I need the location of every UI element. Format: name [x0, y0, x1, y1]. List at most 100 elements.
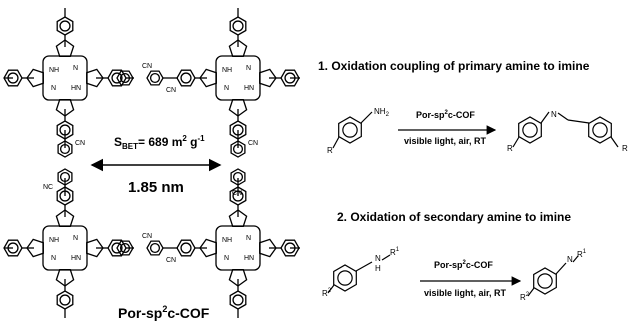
aromatic-circle — [59, 171, 71, 183]
pyrrole-ring — [199, 238, 217, 258]
aromatic-circle — [59, 20, 71, 32]
cn-label: CN — [142, 63, 152, 70]
cn-label: CN — [75, 140, 85, 147]
bond — [327, 284, 335, 294]
pyrrole-ring — [199, 68, 217, 88]
n-label: N — [246, 235, 251, 242]
porphyrin-macrocycle — [215, 225, 261, 271]
aromatic-circle — [149, 72, 161, 84]
pyrrole-ring — [228, 39, 248, 57]
benzene-ring — [230, 168, 246, 186]
reaction2-conditions: visible light, air, RT — [424, 288, 507, 298]
pyrrole-ring — [86, 238, 104, 258]
aromatic-circle — [232, 294, 244, 306]
reaction2-n: N — [375, 254, 381, 263]
aromatic-circle — [342, 122, 358, 138]
pyrrole-ring — [259, 238, 277, 258]
porphyrin-macrocycle — [42, 55, 88, 101]
pyrrole-ring — [55, 99, 75, 117]
bond — [527, 287, 535, 297]
bond — [355, 261, 373, 272]
benzene-ring — [230, 140, 246, 158]
n-label: N — [51, 255, 56, 262]
aromatic-circle — [119, 72, 131, 84]
benzene-ring — [533, 267, 557, 295]
reaction1-scheme — [332, 111, 619, 149]
bond — [540, 111, 550, 124]
aromatic-circle — [59, 294, 71, 306]
bond — [555, 262, 567, 275]
reaction2-h: H — [375, 264, 381, 273]
aromatic-circle — [180, 242, 192, 254]
nc-label: NC — [43, 184, 53, 191]
benzene-ring — [518, 116, 542, 144]
nh-label: NH — [222, 67, 232, 74]
cyanovinylene-linker: CN CN — [116, 233, 178, 264]
n-label: N — [73, 235, 78, 242]
reaction2-catalyst: Por-sp2c-COF — [434, 260, 493, 270]
benzene-ring — [57, 140, 73, 158]
benzene-ring — [333, 264, 357, 292]
bond — [332, 136, 340, 149]
bet-surface-area: SBET= 689 m2 g-1 — [114, 134, 205, 151]
benzene-ring — [116, 70, 134, 86]
bond — [512, 136, 520, 148]
reaction1-amine: NH2 — [374, 107, 390, 118]
reaction2-scheme — [327, 254, 579, 297]
aromatic-circle — [180, 72, 192, 84]
cyanovinylene-linker: CN CN — [230, 130, 258, 197]
porphyrin-macrocycle — [215, 55, 261, 101]
pyrrole-ring — [26, 238, 44, 258]
n-label: N — [224, 85, 229, 92]
hn-label: HN — [71, 255, 81, 262]
reaction1-title: 1. Oxidation coupling of primary amine t… — [318, 59, 590, 73]
reaction1-r-product-left: R — [507, 144, 513, 153]
pyrrole-ring — [55, 209, 75, 227]
cn-label: CN — [142, 233, 152, 240]
reaction2-r2: R2 — [322, 288, 332, 298]
cn-label: CN — [232, 190, 242, 197]
reaction1-r-product-right: R — [622, 144, 628, 153]
reaction1-conditions: visible light, air, RT — [404, 136, 487, 146]
pyrrole-ring — [228, 209, 248, 227]
nh-label: NH — [222, 237, 232, 244]
hn-label: HN — [244, 255, 254, 262]
n-label: N — [51, 85, 56, 92]
aromatic-circle — [522, 122, 538, 138]
hn-label: HN — [71, 85, 81, 92]
imine-double-bond — [557, 112, 569, 121]
benzene-ring — [588, 116, 612, 144]
aromatic-circle — [59, 143, 71, 155]
n-label: N — [224, 255, 229, 262]
cn-label: CN — [248, 140, 258, 147]
benzene-ring — [146, 240, 164, 256]
porphyrin-macrocycle — [42, 225, 88, 271]
aromatic-circle — [537, 273, 553, 289]
benzene-ring — [116, 240, 134, 256]
reaction2-product-r2: R2 — [520, 292, 530, 302]
cn-label: CN — [166, 87, 176, 94]
n-label: N — [246, 65, 251, 72]
bond — [360, 111, 373, 124]
aromatic-circle — [337, 270, 353, 286]
cyanovinylene-linker: CN NC — [43, 130, 85, 196]
aromatic-circle — [119, 242, 131, 254]
reaction1-r-left: R — [327, 146, 333, 155]
reaction2-title: 2. Oxidation of secondary amine to imine — [337, 210, 571, 224]
cn-label: CN — [166, 257, 176, 264]
aromatic-circle — [111, 72, 123, 84]
pyrrole-ring — [26, 68, 44, 88]
reaction1-imine-n: N — [551, 110, 557, 119]
bond — [567, 119, 590, 124]
reaction2-r1: R1 — [390, 247, 400, 257]
reaction2-imine-n: N — [567, 255, 573, 264]
aromatic-circle — [592, 122, 608, 138]
bond — [381, 254, 391, 261]
reaction2-product-r1: R1 — [577, 249, 587, 259]
